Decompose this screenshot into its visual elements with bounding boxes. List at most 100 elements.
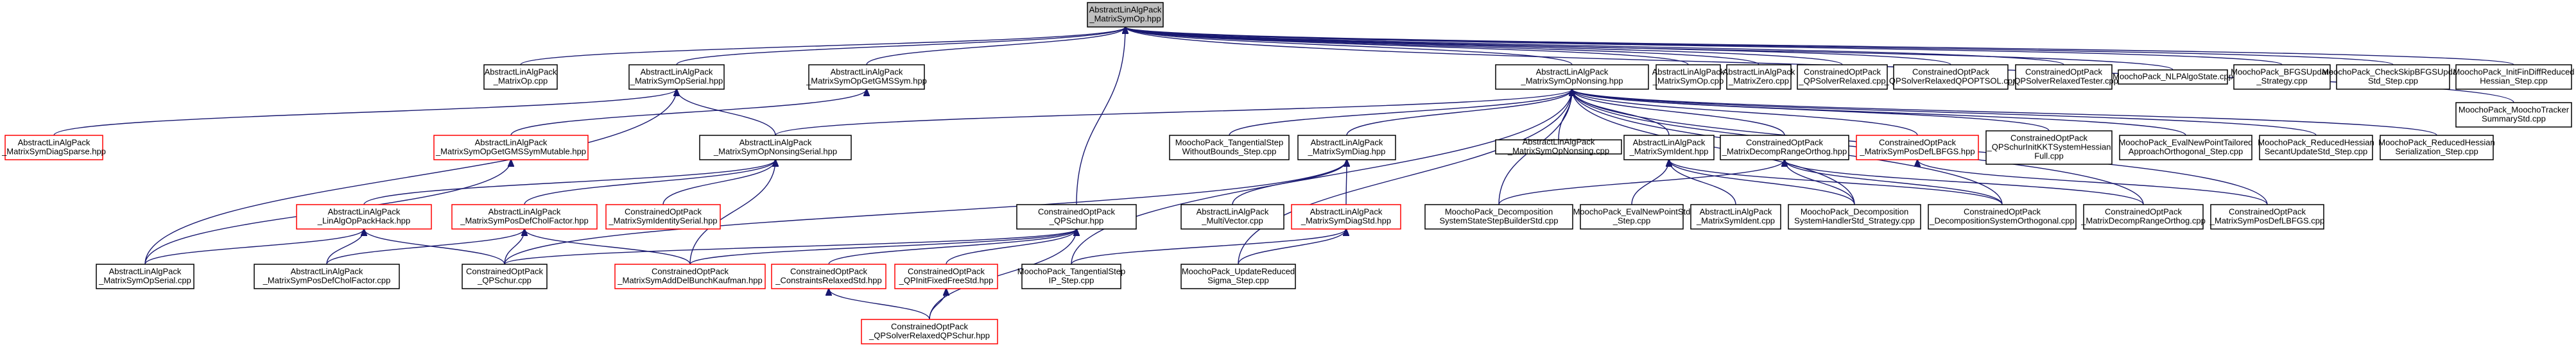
file-node-box: [1623, 135, 1715, 160]
file-node-label: SummaryStd.cpp: [2482, 114, 2546, 123]
file-node[interactable]: AbstractLinAlgPack_MatrixSymOpGetGMSSymM…: [433, 135, 589, 160]
file-node[interactable]: ConstrainedOptPack_MatrixSymPosDefLBFGS.…: [2209, 204, 2324, 230]
file-node-label: _QPSolverRelaxed.cpp: [1798, 76, 1885, 85]
include-edge: [1785, 160, 1855, 205]
file-node[interactable]: AbstractLinAlgPack_MatrixSymIdent.hpp: [1623, 135, 1715, 160]
file-node[interactable]: AbstractLinAlgPack_MatrixZero.cpp: [1723, 64, 1795, 90]
file-node-box: [1856, 135, 1979, 160]
file-node[interactable]: ConstrainedOptPack_QPSchur.cpp: [462, 264, 548, 289]
file-node[interactable]: MoochoPack_DecompositionSystemStateStepB…: [1424, 204, 1573, 230]
file-node-label: IP_Step.cpp: [1049, 275, 1094, 285]
file-node[interactable]: AbstractLinAlgPack_MatrixSymPosDefCholFa…: [451, 204, 598, 230]
include-edge: [1669, 160, 2003, 205]
include-edge: [929, 229, 1076, 320]
file-node[interactable]: AbstractLinAlgPack_LinAlgOpPackHack.hpp: [296, 204, 432, 230]
file-node[interactable]: MoochoPack_TangentialStepWithoutBounds_S…: [1169, 135, 1290, 160]
file-node[interactable]: ConstrainedOptPack_QPSchurInitKKTSystemH…: [1985, 130, 2113, 165]
file-node[interactable]: AbstractLinAlgPack_MatrixSymDiagSparse.h…: [1, 135, 106, 160]
file-node[interactable]: MoochoPack_DecompositionSystemHandlerStd…: [1788, 204, 1921, 230]
file-node-label: SystemStateStepBuilderStd.cpp: [1440, 216, 1559, 225]
file-node[interactable]: ConstrainedOptPack_MatrixDecompRangeOrth…: [1720, 135, 1849, 160]
include-edge: [326, 229, 524, 265]
file-node[interactable]: AbstractLinAlgPack_MatrixSymDiagStd.hpp: [1291, 204, 1401, 230]
file-node-label: _MatrixSymAddDelBunchKaufman.hpp: [617, 275, 762, 285]
file-node-box: [2259, 135, 2373, 160]
file-node[interactable]: AbstractLinAlgPack_MatrixSymOpSerial.hpp: [628, 64, 725, 90]
file-node-box: [433, 135, 589, 160]
file-node-box: [1495, 64, 1649, 90]
file-node[interactable]: MoochoPack_BFGSUpdate_Strategy.cpp: [2231, 64, 2333, 90]
file-node-box: [1690, 204, 1781, 230]
file-node[interactable]: ConstrainedOptPack_ConstraintsRelaxedStd…: [771, 264, 886, 289]
file-node[interactable]: MoochoPack_EvalNewPointTailoredApproachO…: [2119, 135, 2253, 160]
file-node[interactable]: AbstractLinAlgPack_MatrixSymOp.cpp: [1652, 64, 1725, 90]
file-node[interactable]: AbstractLinAlgPack_MatrixSymIdent.cpp: [1690, 204, 1781, 230]
file-node[interactable]: ConstrainedOptPack_QPSolverRelaxedQPOPTS…: [1884, 64, 2018, 90]
file-node[interactable]: ConstrainedOptPack_QPSolverRelaxedQPSchu…: [861, 319, 998, 344]
file-node[interactable]: MoochoPack_InitFinDiffReducedHessian_Ste…: [2453, 64, 2575, 90]
file-node-label: Full.cpp: [2034, 151, 2064, 160]
file-node-label: _Strategy.cpp: [2256, 76, 2307, 85]
file-node-box: [614, 264, 766, 289]
file-node-label: _QPSchurInitKKTSystemHessian: [1987, 142, 2111, 151]
file-node-label: AbstractLinAlgPack: [1523, 137, 1595, 146]
file-node[interactable]: ConstrainedOptPack_MatrixDecompRangeOrth…: [2080, 204, 2206, 230]
file-node-label: SecantUpdateStd_Step.cpp: [2265, 146, 2367, 156]
file-node[interactable]: AbstractLinAlgPack_MatrixSymOpNonsingSer…: [699, 135, 852, 160]
file-node[interactable]: ConstrainedOptPack_QPSolverRelaxedTester…: [2009, 64, 2118, 90]
file-node[interactable]: ConstrainedOptPack_MatrixSymIdentitySeri…: [605, 204, 721, 230]
file-node-label: SystemHandlerStd_Strategy.cpp: [1794, 216, 1915, 225]
file-node-label: ConstrainedOptPack: [1879, 137, 1956, 147]
file-node[interactable]: AbstractLinAlgPack_MatrixSymOpNonsing.hp…: [1495, 64, 1649, 90]
file-node[interactable]: AbstractLinAlgPack_MatrixSymDiag.hpp: [1297, 135, 1396, 160]
file-node-label: _MatrixOp.cpp: [493, 76, 548, 85]
file-node-label: ConstrainedOptPack: [1804, 67, 1881, 76]
include-edge: [144, 89, 677, 265]
file-node-box: [628, 64, 725, 90]
include-edge: [1558, 89, 1572, 140]
file-node[interactable]: ConstrainedOptPack_QPSolverRelaxed.cpp: [1797, 64, 1888, 90]
file-node[interactable]: AbstractLinAlgPack_MatrixSymPosDefCholFa…: [254, 264, 400, 289]
file-node[interactable]: MoochoPack_NLPAlgoState.cpp: [2113, 69, 2233, 85]
file-node-box: [2119, 135, 2252, 160]
file-node[interactable]: MoochoPack_CheckSkipBFGSUpdateStd_Step.c…: [2322, 64, 2464, 90]
file-node-box: [1985, 130, 2113, 165]
file-node-label: AbstractLinAlgPack: [1723, 67, 1795, 76]
include-edge: [1125, 27, 2514, 65]
file-node-label: ConstrainedOptPack: [790, 266, 867, 276]
file-node-box: [1021, 264, 1121, 289]
file-node[interactable]: ConstrainedOptPack_DecompositionSystemOr…: [1928, 204, 2077, 230]
file-node-box: [1291, 204, 1401, 230]
file-node[interactable]: ConstrainedOptPack_QPInitFixedFreeStd.hp…: [894, 264, 998, 289]
file-node-box: [96, 264, 194, 289]
file-node-label: _QPInitFixedFreeStd.hpp: [899, 275, 994, 285]
include-edge: [1346, 160, 1347, 205]
file-node-label: _LinAlgOpPackHack.hpp: [317, 216, 411, 225]
file-node-box: [2455, 102, 2572, 128]
root-file-node[interactable]: AbstractLinAlgPack_MatrixSymOp.hpp: [1087, 2, 1164, 28]
file-node[interactable]: AbstractLinAlgPack_MultiVector.cpp: [1180, 204, 1284, 230]
file-node-label: ApproachOrthogonal_Step.cpp: [2129, 146, 2243, 156]
file-node[interactable]: MoochoPack_ReducedHessianSecantUpdateStd…: [2258, 135, 2374, 160]
file-node[interactable]: AbstractLinAlgPack_MatrixSymOpNonsing.cp…: [1495, 137, 1622, 155]
file-node[interactable]: AbstractLinAlgPack_MatrixSymOpSerial.cpp: [96, 264, 194, 289]
file-node-label: _MatrixSymOpSerial.cpp: [98, 275, 191, 285]
file-node[interactable]: ConstrainedOptPack_MatrixSymAddDelBunchK…: [614, 264, 766, 289]
file-node-label: _QPSolverRelaxedQPOPTSOL.cpp: [1884, 76, 2018, 85]
file-node-label: _MatrixSymIdent.cpp: [1696, 216, 1775, 225]
file-node[interactable]: AbstractLinAlgPack_MatrixOp.cpp: [483, 64, 558, 90]
file-node[interactable]: MoochoPack_ReducedHessianSerialization_S…: [2378, 135, 2495, 160]
include-edge: [1071, 229, 1346, 265]
include-edge: [946, 229, 1076, 265]
file-node[interactable]: AbstractLinAlgPack_MatrixSymOpGetGMSSym.…: [806, 64, 927, 90]
file-node[interactable]: ConstrainedOptPack_MatrixSymPosDefLBFGS.…: [1856, 135, 1979, 160]
file-node[interactable]: MoochoPack_EvalNewPointStd_Step.cpp: [1573, 204, 1691, 230]
file-node-label: MoochoPack_UpdateReduced: [1182, 266, 1295, 276]
file-node[interactable]: ConstrainedOptPack_QPSchur.hpp: [1016, 204, 1137, 230]
file-node-box: [1655, 64, 1721, 90]
file-node-box: [1297, 135, 1396, 160]
include-edge: [677, 89, 776, 136]
